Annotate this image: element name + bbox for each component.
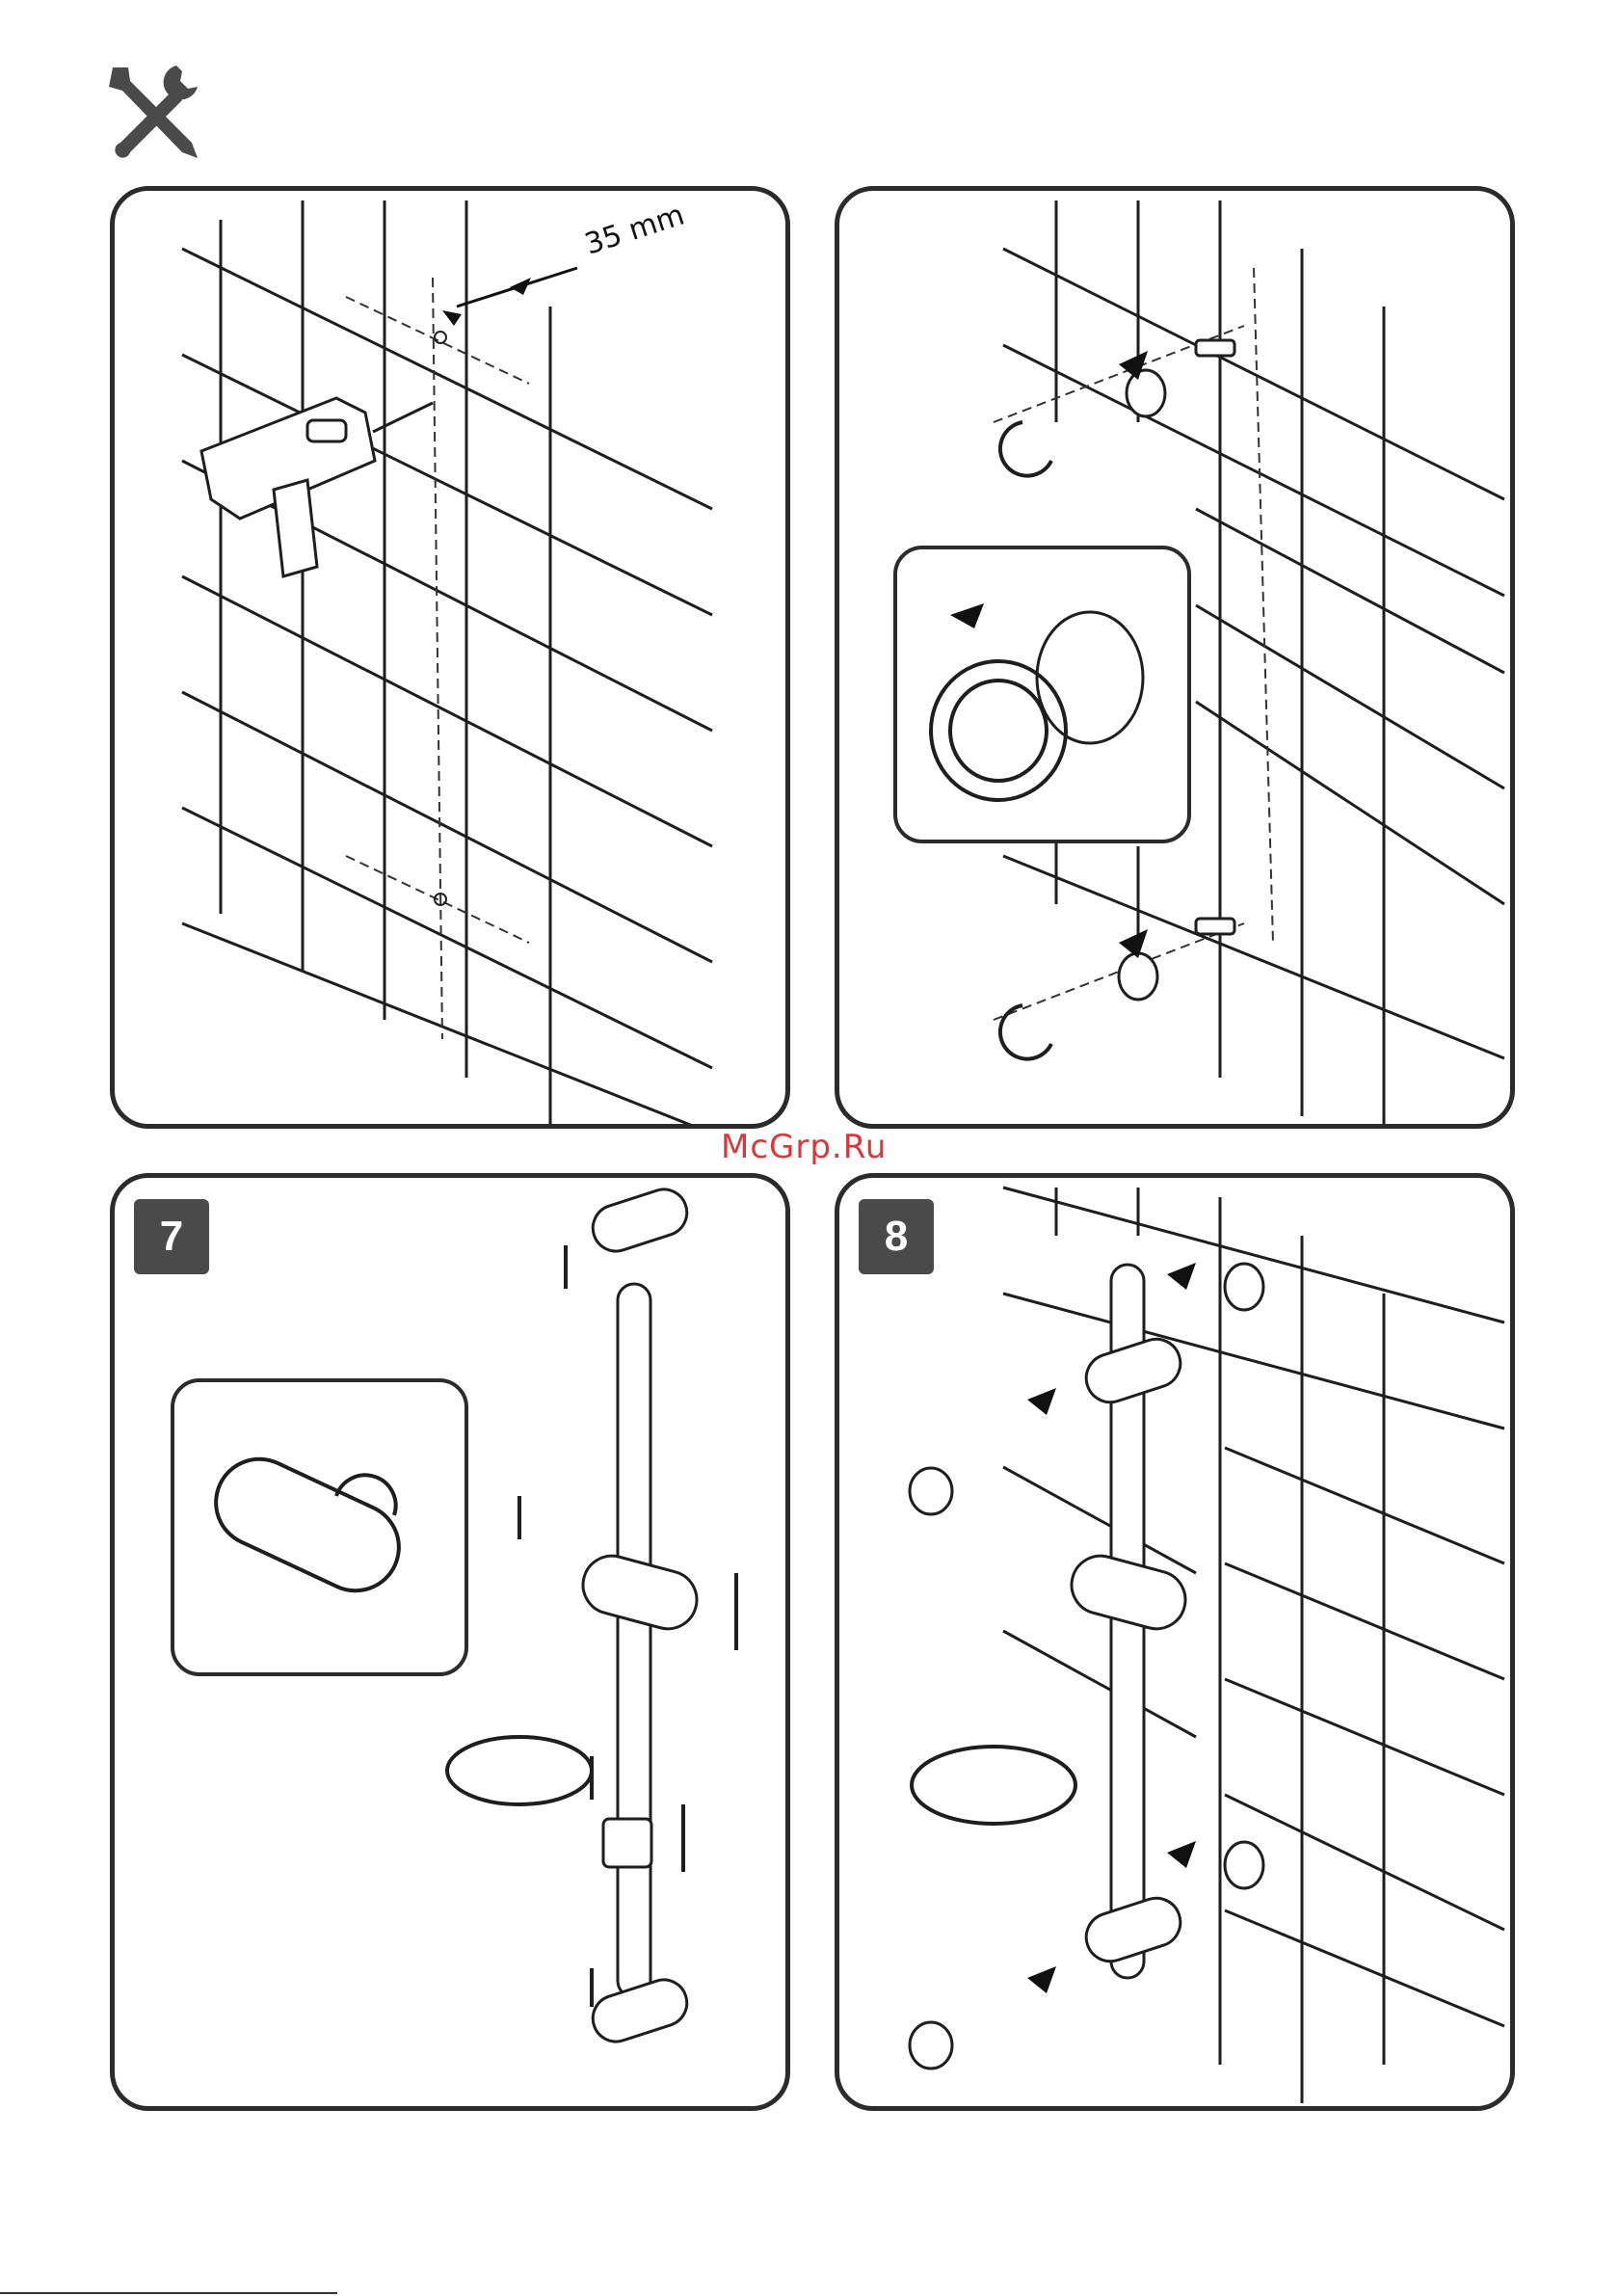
anchors-illustration — [839, 191, 1515, 1129]
watermark-text: McGrp.Ru — [721, 1128, 887, 1166]
tools-icon — [101, 60, 207, 171]
step-7-panel: 7 — [110, 1173, 790, 2111]
drill-illustration: 35 mm — [115, 191, 790, 1129]
anchors-panel — [835, 186, 1515, 1129]
footer-rule — [0, 2292, 337, 2294]
drill-panel: 35 mm — [110, 186, 790, 1129]
step-8-panel: 8 — [835, 1173, 1515, 2111]
step-7-illustration — [115, 1178, 790, 2111]
dimension-label: 35 mm — [581, 199, 689, 262]
step-8-illustration — [839, 1178, 1515, 2111]
